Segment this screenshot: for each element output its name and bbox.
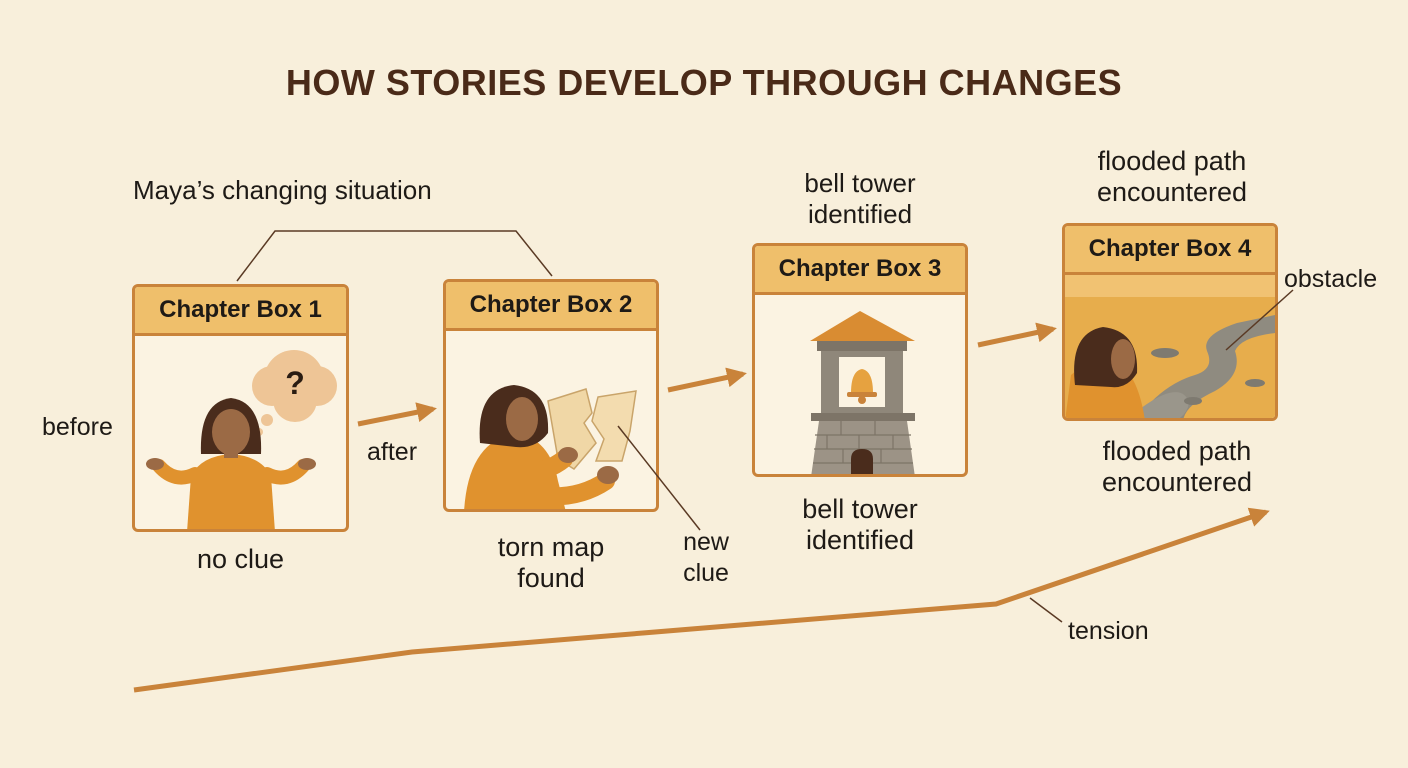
group-label: Maya’s changing situation — [133, 175, 432, 205]
new-clue-label: new clue — [666, 527, 746, 589]
chapter-box-1: Chapter Box 1 ? — [132, 284, 349, 532]
chapter-box-1-header: Chapter Box 1 — [135, 287, 346, 336]
before-label: before — [42, 413, 113, 441]
obstacle-label: obstacle — [1284, 265, 1378, 293]
tension-line — [133, 507, 1270, 693]
chapter-box-4-bottom-label: flooded path encountered — [1062, 436, 1292, 498]
chapter-box-4-top-line1: flooded path — [1097, 146, 1247, 176]
chapter-box-3-top-line2: identified — [807, 199, 913, 229]
arrow-box1-to-box2 — [357, 402, 437, 427]
diagram-title: HOW STORIES DEVELOP THROUGH CHANGES — [285, 62, 1123, 103]
chapter-box-3-top-label: bell tower identified — [752, 168, 968, 230]
arrow-box2-to-box3 — [667, 367, 747, 393]
chapter-box-2-header: Chapter Box 2 — [446, 282, 656, 331]
chapter-box-4-bottom-line1: flooded path — [1102, 436, 1252, 466]
chapter-box-3-top-line1: bell tower — [804, 168, 916, 198]
confused-girl-illustration: ? — [146, 350, 337, 529]
chapter-box-3-bottom-line1: bell tower — [802, 494, 918, 524]
girl-with-torn-map-illustration — [464, 385, 637, 509]
new-clue-line1: new — [683, 528, 729, 556]
chapter-box-2-caption: torn map found — [443, 532, 659, 594]
new-clue-pointer — [617, 425, 701, 531]
new-clue-line2: clue — [683, 559, 729, 587]
flooded-path-illustration — [1065, 275, 1275, 418]
chapter-box-2-caption-line1: torn map — [497, 532, 605, 562]
chapter-box-4: Chapter Box 4 — [1062, 223, 1278, 421]
question-mark: ? — [285, 365, 305, 401]
group-bracket — [236, 230, 553, 282]
chapter-box-4-top-line2: encountered — [1096, 177, 1248, 207]
chapter-box-3-bottom-line2: identified — [805, 525, 915, 555]
chapter-box-4-bottom-line2: encountered — [1101, 467, 1253, 497]
chapter-box-2-caption-line2: found — [517, 563, 585, 593]
chapter-box-3-header: Chapter Box 3 — [755, 246, 965, 295]
tension-label: tension — [1068, 617, 1149, 645]
obstacle-pointer — [1225, 289, 1294, 351]
chapter-box-3: Chapter Box 3 — [752, 243, 968, 477]
bell-icon — [847, 369, 877, 404]
tension-pointer — [1029, 597, 1063, 623]
chapter-box-4-top-label: flooded path encountered — [1062, 146, 1282, 208]
after-label: after — [367, 438, 418, 466]
bell-tower-illustration — [810, 311, 915, 474]
thought-bubble-icon: ? — [252, 350, 337, 436]
arrow-box3-to-box4 — [977, 322, 1057, 348]
chapter-box-3-bottom-label: bell tower identified — [752, 494, 968, 556]
chapter-box-4-header: Chapter Box 4 — [1065, 226, 1275, 275]
chapter-box-2: Chapter Box 2 — [443, 279, 659, 512]
chapter-box-1-caption: no clue — [196, 544, 285, 574]
torn-map-icon — [547, 388, 637, 470]
